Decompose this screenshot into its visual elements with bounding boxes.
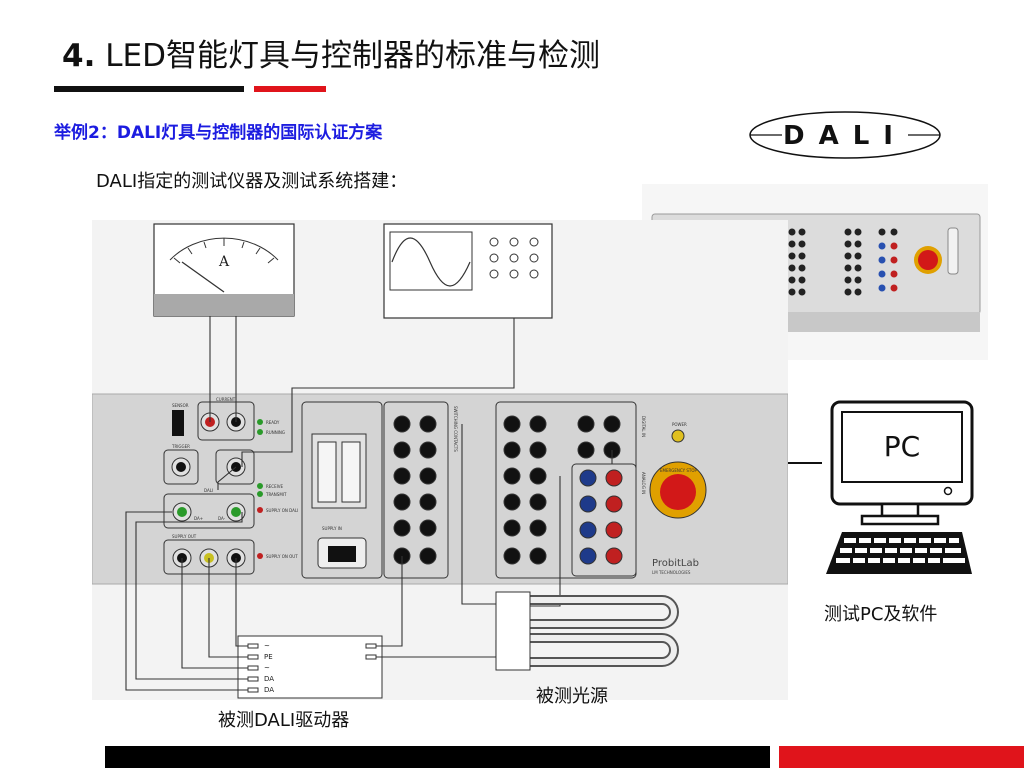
dali-logo-text: DALI [783,121,907,151]
label-trigger: TRIGGER [171,444,190,449]
label-dali-minus: DA- [218,516,226,521]
driver-terminal-3: ~ [264,664,270,672]
label-power: POWER [672,422,687,427]
label-running: RUNNING [266,430,285,435]
caption-pc: 测试PC及软件 [824,604,938,625]
ammeter-symbol: A [218,254,230,270]
footer-bar-red [779,746,1024,768]
label-sensor: SENSOR [172,403,189,408]
ammeter: A [153,223,295,317]
label-current: CURRENT [216,397,236,402]
driver-terminal-5: DA [264,686,274,694]
label-supply-on-dali: SUPPLY ON DALI [266,508,298,513]
subtitle: DALI指定的测试仪器及测试系统搭建： [96,171,408,192]
oscilloscope [383,223,553,319]
label-receive: RECEIVE [266,484,284,489]
label-analog-in: ANALOG IN [641,472,646,494]
title-number: 4. [62,38,96,74]
driver-terminal-4: DA [264,675,274,683]
footer-bar-black [105,746,770,768]
label-brand: ProbitLab [652,558,699,569]
label-supply-in: SUPPLY IN [322,526,342,531]
label-dali-plus: DA+ [194,516,203,521]
label-dali: DALI [204,488,213,493]
page-title: 4. LED智能灯具与控制器的标准与检测 [62,30,600,75]
label-transmit: TRANSMIT [265,492,287,497]
title-underline-red [254,86,326,92]
label-emergency-stop: EMERGENCY STOP [660,468,697,473]
light-source [495,591,679,671]
driver-terminal-1: ~ [264,642,270,650]
caption-driver: 被测DALI驱动器 [218,710,350,731]
label-brand-sub: LM TECHNOLOGIES [652,570,691,575]
driver-terminal-2: PE [264,653,273,661]
label-switching-contacts: SWITCHING CONTACTS [453,406,458,452]
pc-label: PC [884,430,920,463]
label-ready: READY [266,420,280,425]
label-supply-out: SUPPLY OUT [172,534,197,539]
title-text: LED智能灯具与控制器的标准与检测 [95,38,600,74]
label-supply-on-out: SUPPLY ON OUT [266,554,298,559]
example-heading: 举例2：DALI灯具与控制器的国际认证方案 [54,123,383,143]
title-underline-black [54,86,244,92]
wiring-diagram: A SENSOR CURRENT READY RUNNING TRIGGER D… [92,220,788,700]
label-digital-in: DIGITAL IN [641,416,646,437]
caption-light-source: 被测光源 [536,686,608,707]
dali-logo: DALI [749,111,941,159]
pc-connection-line [788,462,822,464]
pc-computer: PC [826,400,974,574]
dali-driver: ~ PE ~ DA DA [237,635,383,699]
